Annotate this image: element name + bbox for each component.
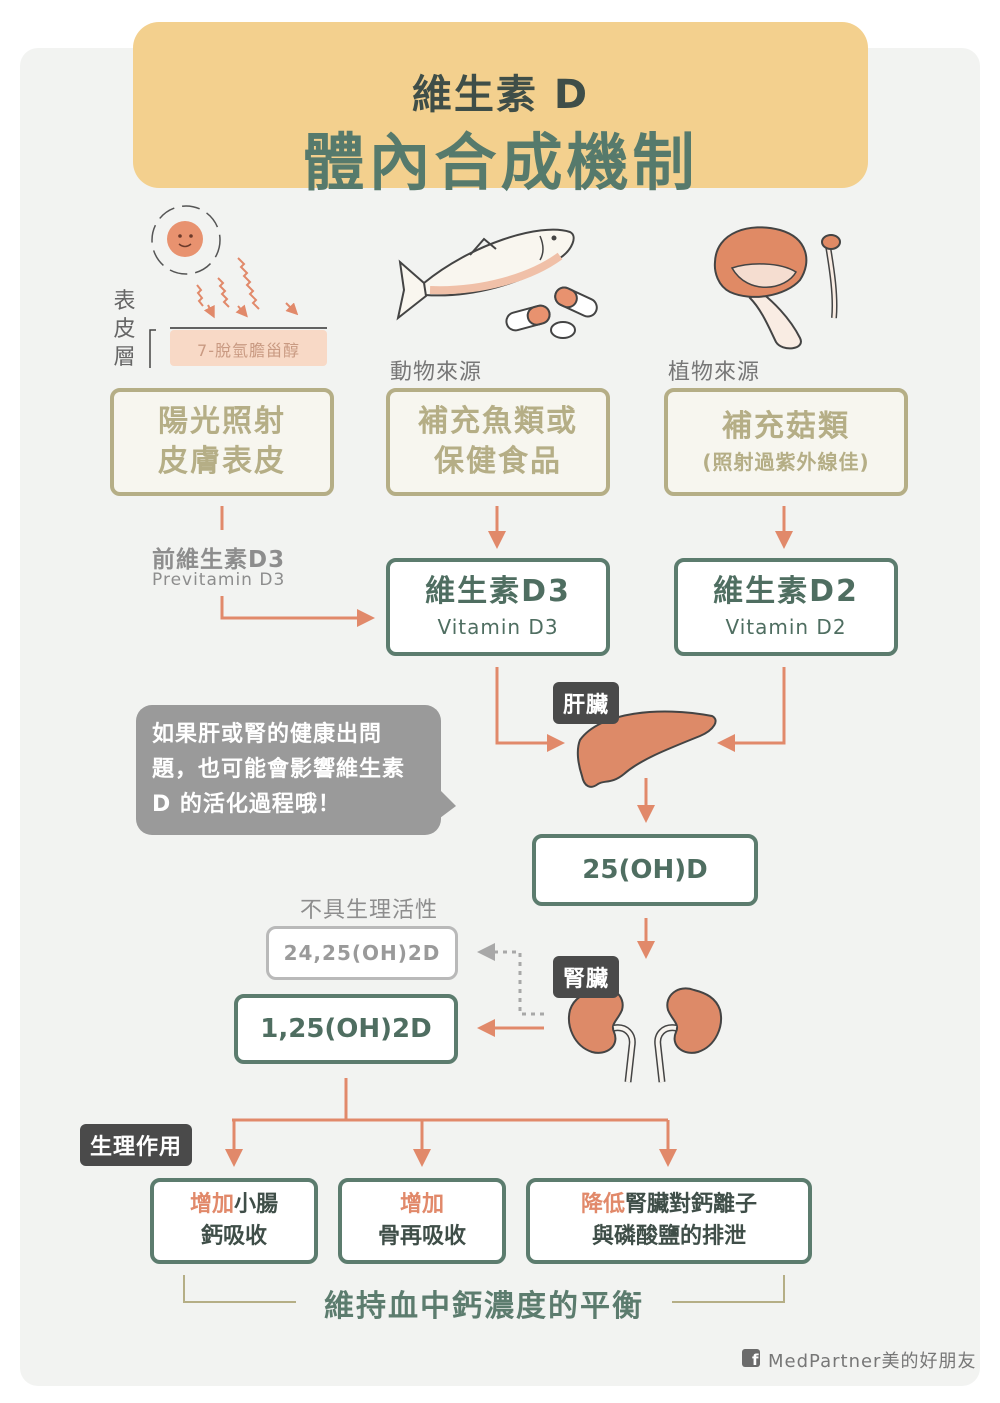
liver-icon <box>576 710 717 788</box>
effect-box-1: 增加小腸 鈣吸收 <box>150 1178 318 1264</box>
effect-3-line2: 與磷酸鹽的排泄 <box>591 1224 746 1249</box>
sunlight-line1: 陽光照射 <box>158 404 286 439</box>
summary-text: 維持血中鈣濃度的平衡 <box>324 1289 644 1324</box>
mushroom-icon <box>713 226 841 350</box>
liver-tag: 肝臟 <box>553 682 620 724</box>
fish-line1: 補充魚類或 <box>418 404 578 439</box>
effect-3-accent: 降低 <box>580 1192 625 1217</box>
d2-line1: 維生素D2 <box>713 574 859 609</box>
fish-box: 補充魚類或 保健食品 <box>386 388 610 496</box>
inactive-box-label: 24,25(OH)2D <box>283 941 441 965</box>
title-line1: 維生素 D <box>411 72 590 118</box>
compound-layer <box>170 330 327 366</box>
arrow-inactive-dotted <box>477 943 544 1016</box>
d3-line2: Vitamin D3 <box>437 615 559 639</box>
effects-tag: 生理作用 <box>80 1124 193 1166</box>
effect-3-rest: 腎臟對鈣離子 <box>625 1192 758 1217</box>
epidermis-side-label: 表皮層 <box>113 289 137 370</box>
warning-bubble: 如果肝或腎的健康出問題，也可能會影響維生素 D 的活化過程哦！ <box>136 705 441 835</box>
effect-2-accent: 增加 <box>399 1192 444 1217</box>
inactive-box: 24,25(OH)2D <box>266 926 458 980</box>
sun-icon <box>151 205 221 275</box>
svg-text:f: f <box>752 1351 759 1369</box>
title-banner: 維生素 D 體內合成機制 <box>133 22 868 199</box>
branch-lines <box>232 1078 668 1122</box>
d3-line1: 維生素D3 <box>425 574 571 609</box>
d2-line2: Vitamin D2 <box>725 615 847 639</box>
effect-2-line2: 骨再吸收 <box>377 1224 466 1249</box>
footer-brand: MedPartner美的好朋友 <box>768 1351 977 1372</box>
kidney-tag: 腎臟 <box>553 956 620 998</box>
bracket-right <box>672 1275 785 1303</box>
effect-1-rest: 小腸 <box>234 1192 279 1217</box>
oh-d-label: 25(OH)D <box>582 855 708 885</box>
title-line2: 體內合成機制 <box>302 126 699 199</box>
previtamin-zh: 前維生素D3 <box>152 547 286 573</box>
arrow-d2-liver <box>717 667 786 752</box>
sunlight-line2: 皮膚表皮 <box>158 444 286 479</box>
vitamin-d2-box: 維生素D2 Vitamin D2 <box>674 558 898 656</box>
previtamin-en: Previtamin D3 <box>152 570 286 590</box>
vitamin-d3-box: 維生素D3 Vitamin D3 <box>386 558 610 656</box>
sunlight-box: 陽光照射 皮膚表皮 <box>110 388 334 496</box>
mushroom-line2: (照射過紫外線佳) <box>702 450 870 474</box>
oh-d-box: 25(OH)D <box>532 834 758 906</box>
plant-source-label: 植物來源 <box>668 360 761 385</box>
inactive-label: 不具生理活性 <box>300 898 439 923</box>
fish-icon <box>396 228 575 321</box>
sun-rays-icon <box>196 257 260 310</box>
effect-1-accent: 增加 <box>189 1192 234 1217</box>
animal-source-label: 動物來源 <box>390 360 483 385</box>
kidneys-icon <box>568 987 722 1083</box>
arrow-d3-liver <box>495 667 565 752</box>
bracket-left <box>183 1275 296 1303</box>
effect-1-line2: 鈣吸收 <box>200 1224 267 1249</box>
compound-label: 7-脫氫膽甾醇 <box>197 341 300 360</box>
mushroom-line1: 補充菇類 <box>722 409 850 444</box>
facebook-icon <box>742 1349 760 1367</box>
effect-box-2: 增加 骨再吸收 <box>338 1178 506 1264</box>
arrow-previtamin <box>220 596 375 627</box>
pills-icon <box>505 286 598 339</box>
mushroom-box: 補充菇類 (照射過紫外線佳) <box>664 388 908 496</box>
active-box: 1,25(OH)2D <box>234 994 458 1064</box>
active-box-label: 1,25(OH)2D <box>260 1014 432 1044</box>
bubble-tail <box>440 790 456 818</box>
fish-line2: 保健食品 <box>434 444 562 479</box>
effect-box-3: 降低腎臟對鈣離子 與磷酸鹽的排泄 <box>526 1178 812 1264</box>
